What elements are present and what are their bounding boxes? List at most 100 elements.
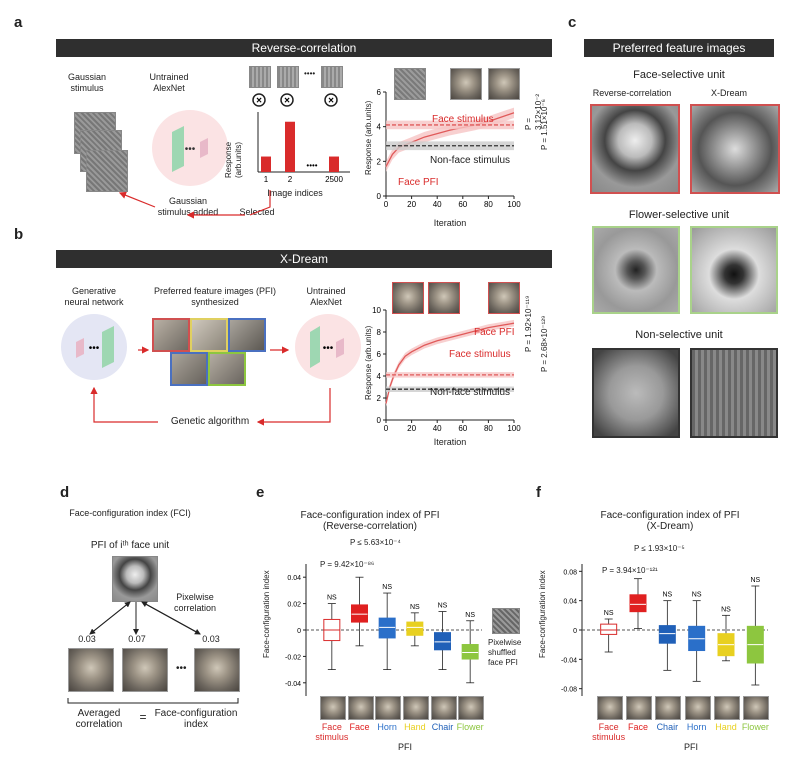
line-a-xtick-label: 60 xyxy=(458,200,467,209)
svg-text:×: × xyxy=(328,96,334,107)
f-pfi-label: PFI xyxy=(683,742,698,752)
line-a-ytick-label: 4 xyxy=(377,123,382,132)
e-thumb-1 xyxy=(347,696,374,720)
e-p-face: P = 9.42×10⁻⁸⁶ xyxy=(320,560,375,569)
line-b-xtick-label: 20 xyxy=(407,424,416,433)
line-b-ytick-label: 8 xyxy=(377,328,382,337)
f-ylabel: Face-configuration index xyxy=(538,570,547,658)
e-category-1: Face xyxy=(349,722,370,732)
svg-text:•••: ••• xyxy=(89,343,100,354)
svg-text:×: × xyxy=(256,96,262,107)
panel-label-e: e xyxy=(256,484,265,501)
f-category-1: Face xyxy=(627,722,648,732)
f-box-2 xyxy=(658,625,676,644)
bar-a-1 xyxy=(285,121,295,172)
f-thumb-1 xyxy=(626,696,652,720)
e-thumb-0 xyxy=(319,696,346,720)
f-ns-5: NS xyxy=(750,577,760,584)
line-b-xtick-label: 60 xyxy=(458,424,467,433)
panel-label-b: b xyxy=(14,226,24,243)
f-ns-3: NS xyxy=(692,592,702,599)
panel-label-d: d xyxy=(60,484,70,501)
e-category-2: Horn xyxy=(377,722,397,732)
d-title: Face-configuration index (FCI) xyxy=(69,508,191,518)
line-a-xtick-label: 0 xyxy=(384,200,389,209)
line-b-ylabel: Response (arb.units) xyxy=(364,325,373,400)
flower-unit-label: Flower-selective unit xyxy=(628,209,730,221)
e-ns-3: NS xyxy=(410,604,420,611)
f-category-4: Hand xyxy=(715,722,737,732)
alexnet-diagram-b: ••• xyxy=(295,314,361,380)
alexnet-diagram-a: ••• xyxy=(152,110,228,186)
e-ns-2: NS xyxy=(382,584,392,591)
line-b-xtick-label: 80 xyxy=(484,424,493,433)
f-category-2: Chair xyxy=(656,722,679,732)
f-ytick-label: -0.08 xyxy=(561,687,577,694)
f-thumb-5 xyxy=(743,696,770,720)
f-category-5: Flower xyxy=(741,722,769,732)
line-a-xtick-label: 40 xyxy=(433,200,442,209)
f-ns-0: NS xyxy=(604,610,614,617)
feedback-arrows-a xyxy=(118,190,271,219)
e-thumb-3 xyxy=(402,696,429,720)
f-ns-4: NS xyxy=(721,606,731,613)
header-preferred-feature: Preferred feature images xyxy=(584,39,774,57)
multiply-icons: × × × xyxy=(252,93,338,107)
line-a-xtick-label: 80 xyxy=(484,200,493,209)
line-b-non-face: Non-face stimulus xyxy=(430,387,511,398)
f-p-top: P ≤ 1.93×10⁻⁵ xyxy=(634,544,685,553)
line-a-ytick-label: 6 xyxy=(377,88,382,97)
f-ytick-label: 0.04 xyxy=(563,599,577,606)
line-b-ytick-label: 0 xyxy=(377,416,382,425)
e-thumb-2 xyxy=(375,696,402,720)
f-ns-2: NS xyxy=(662,592,672,599)
e-thumb-5 xyxy=(458,696,485,720)
d-pfi-of: PFI of iᵗʰ face unit xyxy=(90,540,170,551)
gaussian-added-label: Gaussian stimulus added xyxy=(157,196,219,217)
bar-a-2 xyxy=(329,156,339,172)
f-thumb-2 xyxy=(655,696,682,720)
e-ytick-label: 0.04 xyxy=(287,575,301,582)
e-ns-4: NS xyxy=(438,603,448,610)
f-ytick-label: 0 xyxy=(573,628,577,635)
e-ytick-label: 0 xyxy=(297,628,301,635)
line-b-xtick-label: 100 xyxy=(507,424,521,433)
header-x-dream: X-Dream xyxy=(56,250,552,268)
header-reverse-correlation: Reverse-correlation xyxy=(56,39,552,57)
bar-a-0 xyxy=(261,156,271,172)
line-a-ytick-label: 0 xyxy=(377,192,382,201)
line-a-face-pfi: Face PFI xyxy=(398,177,439,188)
e-ytick-label: -0.02 xyxy=(285,654,301,661)
d-pfi-image xyxy=(112,556,158,602)
line-b-ytick-label: 10 xyxy=(372,306,381,315)
e-ytick-label: -0.04 xyxy=(285,681,301,688)
f-thumb-0 xyxy=(596,696,623,720)
e-category-0: Face stimulus xyxy=(315,722,349,742)
generator-diagram: ••• xyxy=(61,314,127,380)
e-box-1 xyxy=(351,604,368,623)
line-b-p1: P = 1.92×10⁻¹¹⁹ xyxy=(524,295,533,352)
d-pixelwise: Pixelwise correlation xyxy=(173,592,217,613)
e-category-5: Flower xyxy=(456,722,484,732)
line-b-xtick-label: 0 xyxy=(384,424,389,433)
d-dots: ••• xyxy=(176,663,187,674)
line-b-face-stimulus: Face stimulus xyxy=(449,349,511,360)
bar-a-ylabel: Response (arb.units) xyxy=(224,141,243,178)
genetic-label: Genetic algorithm xyxy=(170,416,250,427)
d-averaged: Averaged correlation xyxy=(75,708,123,730)
bar-a-tick-2: 2500 xyxy=(325,175,343,184)
e-shuffled-label: Pixelwise shuffled face PFI xyxy=(488,638,522,667)
noise-dots: •••• xyxy=(304,69,316,78)
e-category-3: Hand xyxy=(404,722,426,732)
line-a-p2: P = 1.51×10⁻⁶ xyxy=(540,99,549,150)
e-ylabel: Face-configuration index xyxy=(262,570,271,658)
e-pfi-label: PFI xyxy=(397,742,412,752)
e-box-4 xyxy=(434,632,451,651)
line-b-ytick-label: 6 xyxy=(377,350,382,359)
bar-a-tick-1: 2 xyxy=(288,175,293,184)
gaussian-stimulus-label: Gaussian stimulus xyxy=(67,72,107,93)
